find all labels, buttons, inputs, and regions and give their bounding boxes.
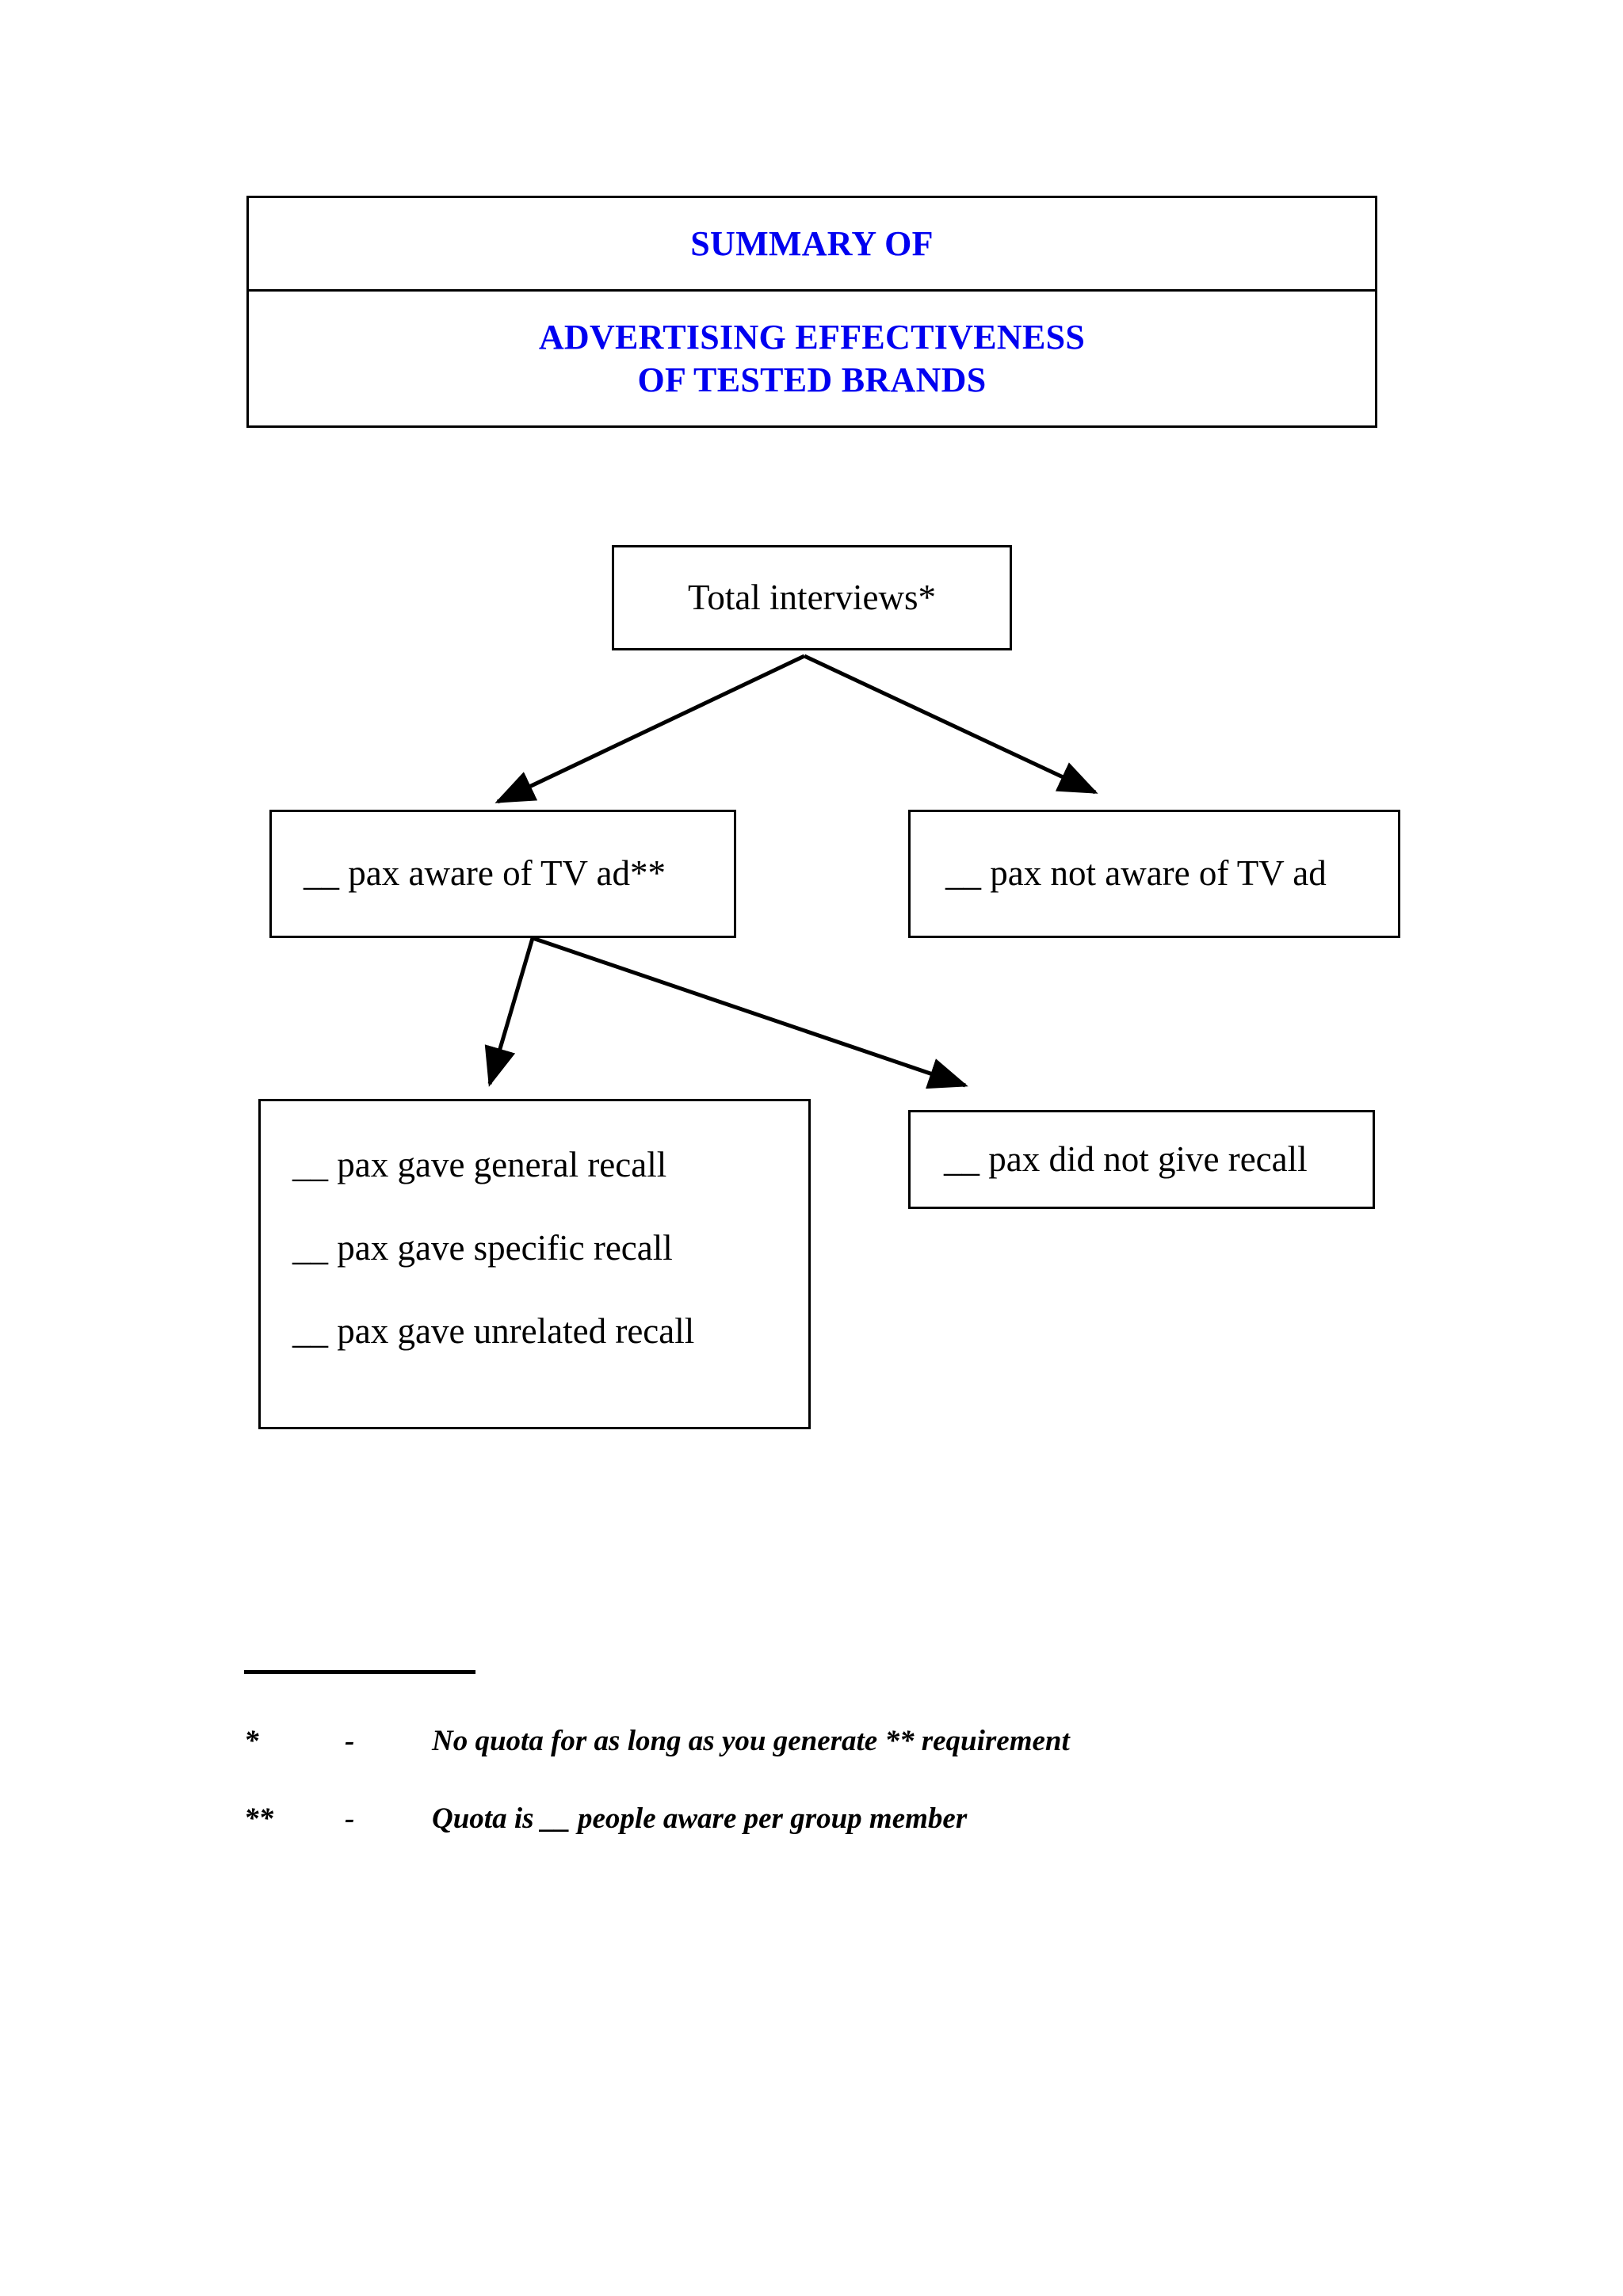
node-pax-not-aware-of-tv-ad-label: __ pax not aware of TV ad	[945, 853, 1327, 894]
node-recall-breakdown: __ pax gave general recall __ pax gave s…	[258, 1099, 811, 1429]
footnote-text-1: No quota for as long as you generate ** …	[432, 1725, 1070, 1757]
title-lines-group: ADVERTISING EFFECTIVENESS OF TESTED BRAN…	[539, 316, 1085, 401]
connector-total-to-not-aware	[803, 654, 1098, 795]
recall-line-specific: __ pax gave specific recall	[292, 1228, 673, 1268]
node-pax-aware-of-tv-ad-label: __ pax aware of TV ad**	[304, 853, 666, 894]
title-box-cell-bottom: ADVERTISING EFFECTIVENESS OF TESTED BRAN…	[249, 292, 1375, 425]
title-box: SUMMARY OF ADVERTISING EFFECTIVENESS OF …	[246, 196, 1377, 428]
footnote-text-2: Quota is __ people aware per group membe…	[432, 1802, 968, 1835]
title-line-3: OF TESTED BRANDS	[637, 360, 987, 399]
footnote-row-double-asterisk: ** - Quota is __ people aware per group me…	[244, 1802, 1433, 1836]
footnote-dash-1: -	[345, 1725, 355, 1757]
recall-breakdown-lines: __ pax gave general recall __ pax gave s…	[292, 1101, 694, 1352]
node-total-interviews: Total interviews*	[612, 545, 1012, 650]
node-total-interviews-label: Total interviews*	[687, 577, 937, 617]
recall-line-unrelated: __ pax gave unrelated recall	[292, 1311, 695, 1352]
title-line-2: ADVERTISING EFFECTIVENESS	[538, 317, 1086, 357]
connector-aware-to-recall	[484, 937, 535, 1087]
title-box-cell-top: SUMMARY OF	[249, 198, 1375, 292]
footnote-row-single-asterisk: * - No quota for as long as you generate *…	[244, 1724, 1433, 1758]
footnote-mark-single-asterisk: *	[244, 1725, 259, 1757]
connector-aware-to-no-recall	[532, 936, 968, 1089]
node-pax-not-aware-of-tv-ad: __ pax not aware of TV ad	[908, 810, 1400, 938]
connector-total-to-aware	[495, 654, 806, 804]
footnote-mark-double-asterisk: **	[244, 1802, 273, 1835]
node-pax-did-not-give-recall: __ pax did not give recall	[908, 1110, 1375, 1209]
recall-line-general: __ pax gave general recall	[292, 1145, 667, 1184]
footnote-dash-2: -	[345, 1802, 355, 1835]
title-line-1: SUMMARY OF	[690, 223, 934, 263]
footnote-divider	[244, 1670, 475, 1674]
node-pax-did-not-give-recall-label: __ pax did not give recall	[944, 1138, 1308, 1179]
node-pax-aware-of-tv-ad: __ pax aware of TV ad**	[269, 810, 736, 938]
